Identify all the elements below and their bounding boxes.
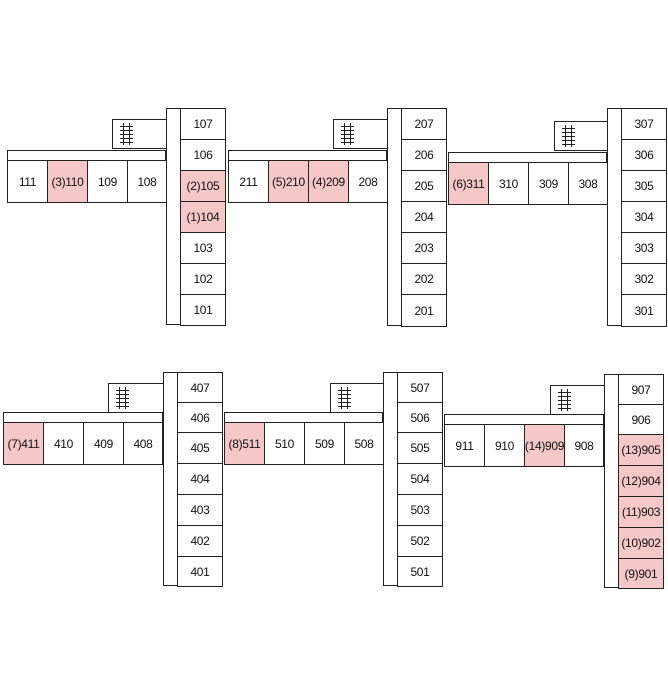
room-cell[interactable]: 409	[83, 422, 124, 465]
stairs-icon	[120, 123, 133, 145]
staircase-icon	[550, 385, 605, 415]
room-cell[interactable]: 308	[568, 162, 608, 205]
room-cell[interactable]: (3)110	[47, 160, 88, 203]
room-cell[interactable]: 509	[304, 422, 345, 465]
stairs-divider	[357, 383, 384, 413]
room-cell[interactable]: 206	[401, 139, 447, 171]
room-cell[interactable]: 507	[397, 372, 443, 403]
room-cell[interactable]: 310	[488, 162, 529, 205]
stairs-icon	[341, 123, 354, 145]
stairs-box	[333, 119, 361, 149]
room-cell[interactable]: 503	[397, 494, 443, 526]
room-cell[interactable]: 111	[7, 160, 48, 203]
room-cell[interactable]: 211	[228, 160, 269, 203]
stairs-icon	[116, 387, 129, 409]
building-spine	[163, 372, 178, 586]
room-cell[interactable]: 303	[621, 232, 667, 264]
stairs-box	[554, 121, 582, 151]
room-cell[interactable]: 907	[618, 374, 664, 405]
room-cell[interactable]: (10)902	[618, 527, 664, 559]
room-cell[interactable]: (9)901	[618, 558, 664, 589]
room-cell[interactable]: (8)511	[224, 422, 265, 465]
staircase-icon	[333, 119, 388, 149]
room-cell[interactable]: 906	[618, 404, 664, 435]
room-cell[interactable]: 304	[621, 201, 667, 233]
room-cell[interactable]: 108	[127, 160, 167, 203]
room-cell[interactable]: 204	[401, 201, 447, 233]
stairs-icon	[338, 387, 351, 409]
room-cell[interactable]: 307	[621, 108, 667, 140]
room-cell[interactable]: 911	[444, 424, 485, 467]
room-cell[interactable]: 408	[123, 422, 163, 465]
room-cell[interactable]: 402	[177, 525, 223, 557]
building-spine	[387, 108, 402, 326]
room-cell[interactable]: 106	[180, 139, 226, 171]
room-cell[interactable]: 208	[348, 160, 388, 203]
room-cell[interactable]: (6)311	[448, 162, 489, 205]
room-cell[interactable]: 505	[397, 432, 443, 464]
room-cell[interactable]: (2)105	[180, 170, 226, 202]
room-cell[interactable]: (4)209	[308, 160, 349, 203]
room-cell[interactable]: 202	[401, 263, 447, 295]
room-cell[interactable]: 908	[564, 424, 604, 467]
room-cell[interactable]: 404	[177, 463, 223, 495]
room-cell[interactable]: 910	[484, 424, 525, 467]
staircase-icon	[108, 383, 164, 413]
room-cell[interactable]: 405	[177, 432, 223, 464]
stairs-divider	[139, 119, 167, 149]
room-cell[interactable]: 410	[43, 422, 84, 465]
stairs-box	[112, 119, 140, 149]
room-cell[interactable]: 510	[264, 422, 305, 465]
stairs-divider	[577, 385, 605, 415]
room-cell[interactable]: 508	[344, 422, 384, 465]
room-cell[interactable]: 205	[401, 170, 447, 202]
room-cell[interactable]: (7)411	[3, 422, 44, 465]
room-cell[interactable]: 406	[177, 402, 223, 433]
staircase-icon	[330, 383, 384, 413]
room-cell[interactable]: 309	[528, 162, 569, 205]
room-cell[interactable]: 203	[401, 232, 447, 264]
room-cell[interactable]: (5)210	[268, 160, 309, 203]
staircase-icon	[112, 119, 167, 149]
room-cell[interactable]: 302	[621, 263, 667, 295]
room-cell[interactable]: 306	[621, 139, 667, 171]
room-cell[interactable]: (1)104	[180, 201, 226, 233]
stairs-icon	[558, 389, 571, 411]
stairs-divider	[135, 383, 164, 413]
room-cell[interactable]: 103	[180, 232, 226, 264]
room-cell[interactable]: 504	[397, 463, 443, 495]
room-cell[interactable]: 501	[397, 556, 443, 587]
room-cell[interactable]: 502	[397, 525, 443, 557]
building-spine	[383, 372, 398, 586]
room-cell[interactable]: 506	[397, 402, 443, 433]
room-cell[interactable]: 401	[177, 556, 223, 587]
building-spine	[607, 108, 622, 326]
building-spine	[166, 108, 181, 325]
room-cell[interactable]: 107	[180, 108, 226, 140]
room-cell[interactable]: (14)909	[524, 424, 565, 467]
room-cell[interactable]: 109	[87, 160, 128, 203]
stairs-box	[330, 383, 358, 413]
room-cell[interactable]: 305	[621, 170, 667, 202]
staircase-icon	[554, 121, 608, 151]
room-cell[interactable]: (12)904	[618, 465, 664, 497]
room-cell[interactable]: (11)903	[618, 496, 664, 528]
room-cell[interactable]: 101	[180, 294, 226, 326]
room-cell[interactable]: 407	[177, 372, 223, 403]
building-spine	[604, 374, 619, 588]
room-cell[interactable]: 207	[401, 108, 447, 140]
room-cell[interactable]: 102	[180, 263, 226, 295]
room-cell[interactable]: 201	[401, 294, 447, 327]
stairs-divider	[581, 121, 608, 151]
room-cell[interactable]: (13)905	[618, 434, 664, 466]
room-cell[interactable]: 301	[621, 294, 667, 327]
stairs-box	[550, 385, 578, 415]
stairs-icon	[562, 125, 575, 147]
stairs-box	[108, 383, 136, 413]
room-cell[interactable]: 403	[177, 494, 223, 526]
stairs-divider	[360, 119, 388, 149]
